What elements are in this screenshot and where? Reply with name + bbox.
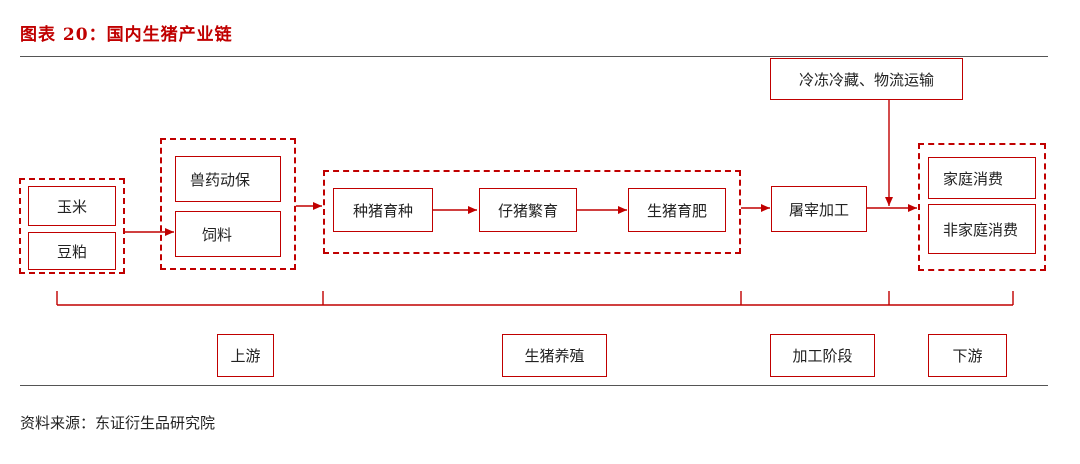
stage-farming: 生猪养殖 [502, 334, 607, 377]
stage-downstream: 下游 [928, 334, 1007, 377]
node-breeding: 种猪育种 [333, 188, 433, 232]
node-corn: 玉米 [28, 186, 116, 226]
node-cold-chain: 冷冻冷藏、物流运输 [770, 58, 963, 100]
stage-processing: 加工阶段 [770, 334, 875, 377]
stage-bracket [56, 291, 1014, 306]
node-feed: 饲料 [175, 211, 281, 257]
bottom-rule [20, 385, 1048, 386]
group-consumption [918, 143, 1046, 271]
figure-title: 图表 20：国内生猪产业链 [20, 25, 233, 45]
node-slaughter: 屠宰加工 [771, 186, 867, 232]
node-non-household: 非家庭消费 [928, 204, 1036, 254]
node-soymeal: 豆粕 [28, 232, 116, 270]
node-piglet: 仔猪繁育 [479, 188, 577, 232]
group-farming [323, 170, 741, 254]
source-note: 资料来源：东证衍生品研究院 [20, 414, 216, 432]
group-inputs [160, 138, 296, 270]
node-household: 家庭消费 [928, 157, 1036, 199]
top-rule [20, 56, 1048, 57]
stage-upstream: 上游 [217, 334, 274, 377]
group-raw-materials [19, 178, 125, 274]
node-fattening: 生猪育肥 [628, 188, 726, 232]
node-vet-medicine: 兽药动保 [175, 156, 281, 202]
